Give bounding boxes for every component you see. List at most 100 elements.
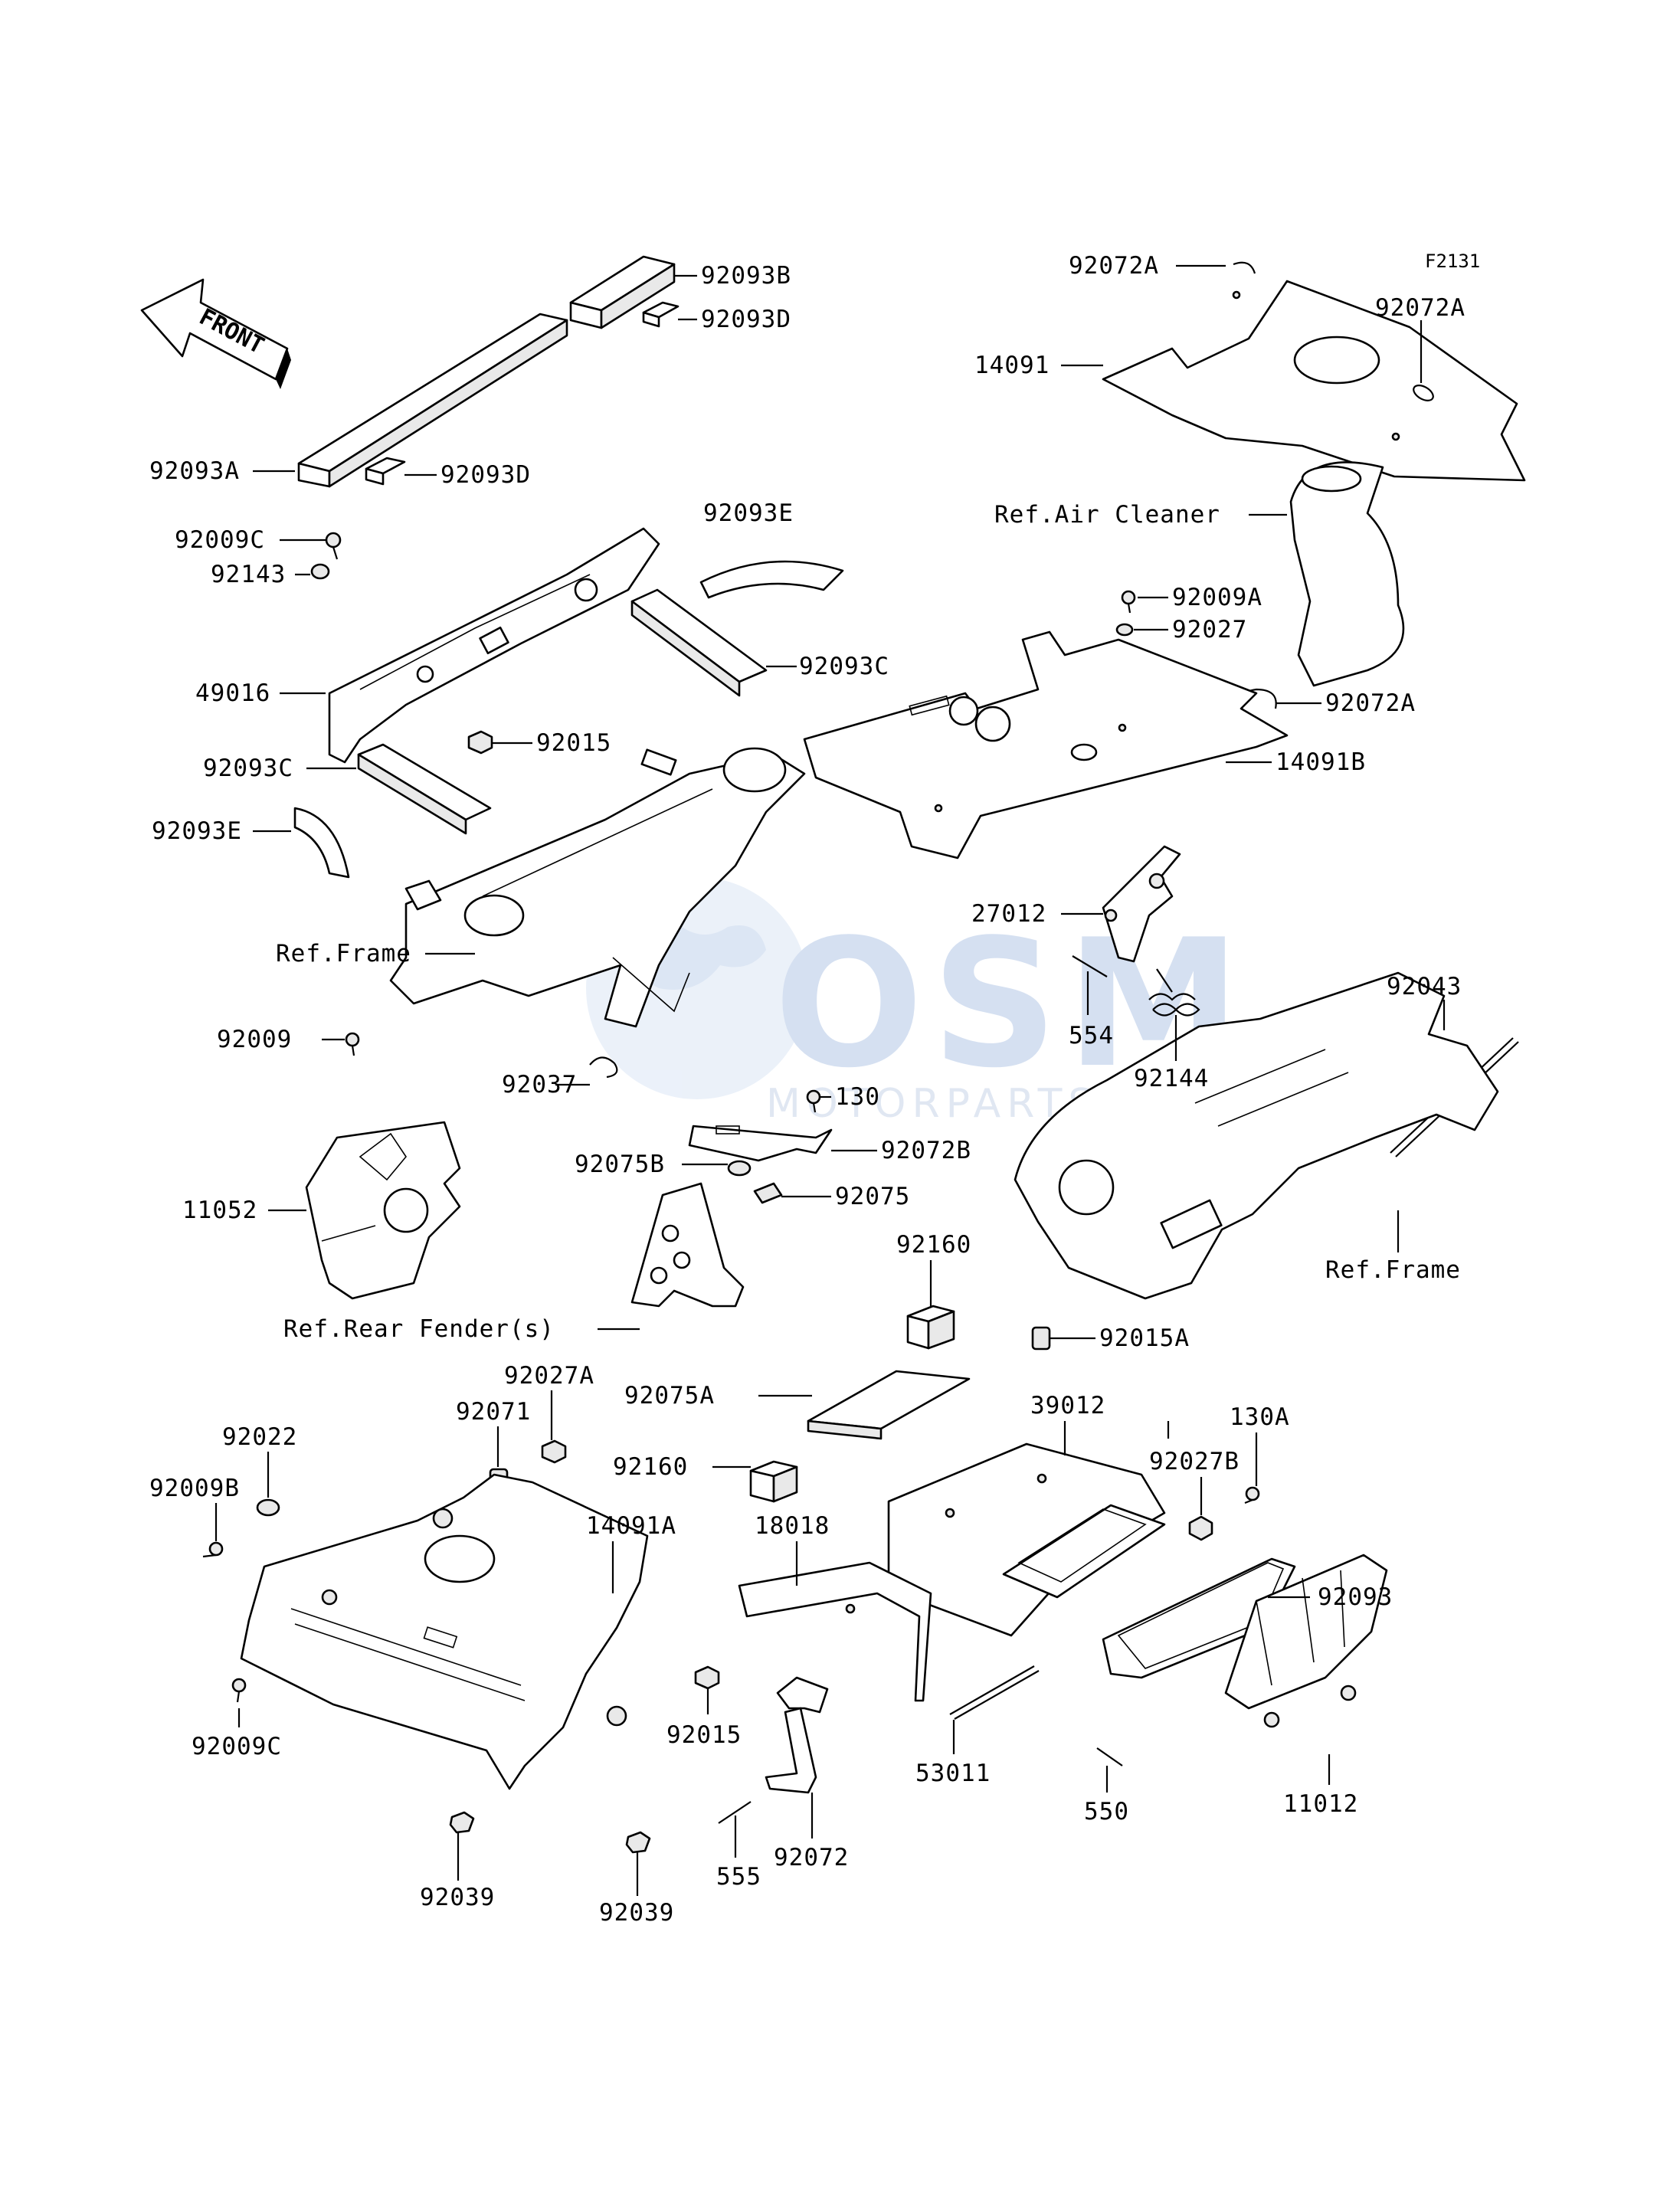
callout-130A: 130A <box>1230 1403 1290 1431</box>
callout-92037: 92037 <box>502 1071 577 1098</box>
callout-92160-top: 92160 <box>896 1231 971 1259</box>
callout-11012: 11012 <box>1283 1790 1358 1818</box>
callout-92072B: 92072B <box>881 1137 971 1164</box>
callout-130: 130 <box>835 1083 880 1111</box>
part-14091-plate <box>1102 280 1526 482</box>
leader-lines <box>215 264 1446 1896</box>
part-92075A-pad <box>807 1370 971 1440</box>
part-18018-bracket <box>738 1561 932 1702</box>
watermark-tagline: MOTORPARTS <box>766 1081 1099 1127</box>
callout-92160-mid: 92160 <box>613 1453 688 1481</box>
part-92093E-arc-left <box>293 807 350 879</box>
part-92075-pad <box>753 1182 783 1204</box>
callout-39012: 39012 <box>1030 1392 1105 1419</box>
part-92093D-block-mid <box>365 457 406 486</box>
part-92093D-block-top <box>642 301 680 328</box>
part-27012-bracket <box>1102 845 1181 963</box>
part-92009-bolt <box>345 1032 360 1056</box>
callout-92072A-top: 92072A <box>1069 252 1159 280</box>
callout-92075: 92075 <box>835 1183 910 1210</box>
callout-92009C-top: 92009C <box>175 526 265 554</box>
callout-92072A-mid: 92072A <box>1325 689 1416 717</box>
callout-92015-bottom: 92015 <box>666 1721 742 1749</box>
part-39012-battery-case <box>887 1442 1166 1637</box>
part-92027A-nut <box>541 1439 567 1464</box>
callout-92072A-right: 92072A <box>1375 294 1465 322</box>
part-92009C-bolt-bottom <box>231 1678 247 1703</box>
part-92072-holder <box>765 1676 829 1794</box>
callout-92093D-mid: 92093D <box>440 461 531 489</box>
part-53011-bolt <box>949 1665 1040 1720</box>
part-92009C-bolt-top <box>325 532 342 560</box>
callout-ref-frame-left: Ref.Frame <box>276 940 411 968</box>
callout-554: 554 <box>1069 1022 1114 1049</box>
part-11012-battery <box>1224 1554 1388 1728</box>
callout-92022: 92022 <box>222 1423 297 1451</box>
callout-92027A: 92027A <box>504 1362 594 1390</box>
callout-92093C-right: 92093C <box>799 653 889 680</box>
part-92009A-bolt <box>1121 590 1136 614</box>
callout-92093: 92093 <box>1318 1583 1393 1611</box>
callout-11052: 11052 <box>182 1197 257 1224</box>
callout-92015A: 92015A <box>1099 1324 1190 1352</box>
part-92093A-strip <box>297 313 568 488</box>
part-92093B-strip <box>569 255 676 329</box>
part-555-pin <box>718 1801 752 1824</box>
callout-14091A: 14091A <box>586 1512 676 1540</box>
figure-code: F2131 <box>1425 250 1480 272</box>
callout-27012: 27012 <box>971 900 1046 928</box>
callout-ref-frame-right: Ref.Frame <box>1325 1256 1461 1284</box>
part-92144-spring <box>1148 968 1200 1017</box>
part-92143-washer <box>310 563 330 580</box>
callout-92072: 92072 <box>774 1844 849 1871</box>
part-92039-clip-left <box>449 1811 475 1834</box>
callout-92039-right: 92039 <box>599 1899 674 1927</box>
callout-92009: 92009 <box>217 1026 292 1053</box>
callout-92009A: 92009A <box>1172 584 1262 611</box>
part-92015-nut-top <box>467 730 493 755</box>
part-92027B-nut <box>1188 1515 1213 1541</box>
callout-14091: 14091 <box>974 352 1050 379</box>
callout-92009B: 92009B <box>149 1475 240 1502</box>
part-92072A-clip-right <box>1413 385 1434 401</box>
callout-92071: 92071 <box>456 1398 531 1426</box>
part-ref-frame-right <box>1014 971 1499 1300</box>
callout-92075B: 92075B <box>575 1151 665 1178</box>
part-92072B-bracket <box>688 1125 833 1162</box>
part-ref-rear-fender <box>630 1182 745 1308</box>
callout-14091B: 14091B <box>1276 748 1366 776</box>
part-92093E-arc-top <box>699 560 844 599</box>
callout-92015-top: 92015 <box>536 729 611 757</box>
part-92075B-washer <box>727 1160 752 1177</box>
callout-ref-rear-fender: Ref.Rear Fender(s) <box>283 1315 555 1343</box>
part-14091A-cover <box>240 1473 649 1790</box>
callout-92027: 92027 <box>1172 616 1247 643</box>
part-92027-washer <box>1115 623 1134 637</box>
part-ref-air-cleaner <box>1289 461 1405 687</box>
part-92039-clip-right <box>625 1831 651 1854</box>
callout-92093A: 92093A <box>149 457 240 485</box>
part-92072A-clip-top <box>1233 261 1256 274</box>
part-14091B-plate <box>803 630 1289 859</box>
callout-92027B: 92027B <box>1149 1448 1240 1475</box>
part-92160-block-mid <box>749 1460 798 1503</box>
callout-49016: 49016 <box>195 679 270 707</box>
part-550-pin <box>1096 1747 1123 1766</box>
part-92015A-nut <box>1031 1326 1051 1351</box>
callout-550: 550 <box>1084 1798 1129 1825</box>
callout-92039-left: 92039 <box>420 1884 495 1911</box>
part-130A-bolt <box>1244 1486 1260 1505</box>
callout-92144: 92144 <box>1134 1065 1209 1092</box>
callout-labels: 92093B 92093D 92093A 92093D 92009C 92143… <box>149 252 1465 1927</box>
part-92015-nut-bottom <box>694 1665 720 1690</box>
callout-92075A: 92075A <box>624 1382 715 1410</box>
callout-92093D-top: 92093D <box>701 306 791 333</box>
part-ref-frame-left <box>389 747 806 1028</box>
callout-92093C-left: 92093C <box>203 755 293 782</box>
front-arrow: FRONT <box>140 278 291 389</box>
part-554-pin <box>1072 955 1108 977</box>
callout-555: 555 <box>716 1863 761 1891</box>
part-92093C-strip-right <box>630 588 768 697</box>
part-11052-cover <box>305 1121 461 1300</box>
